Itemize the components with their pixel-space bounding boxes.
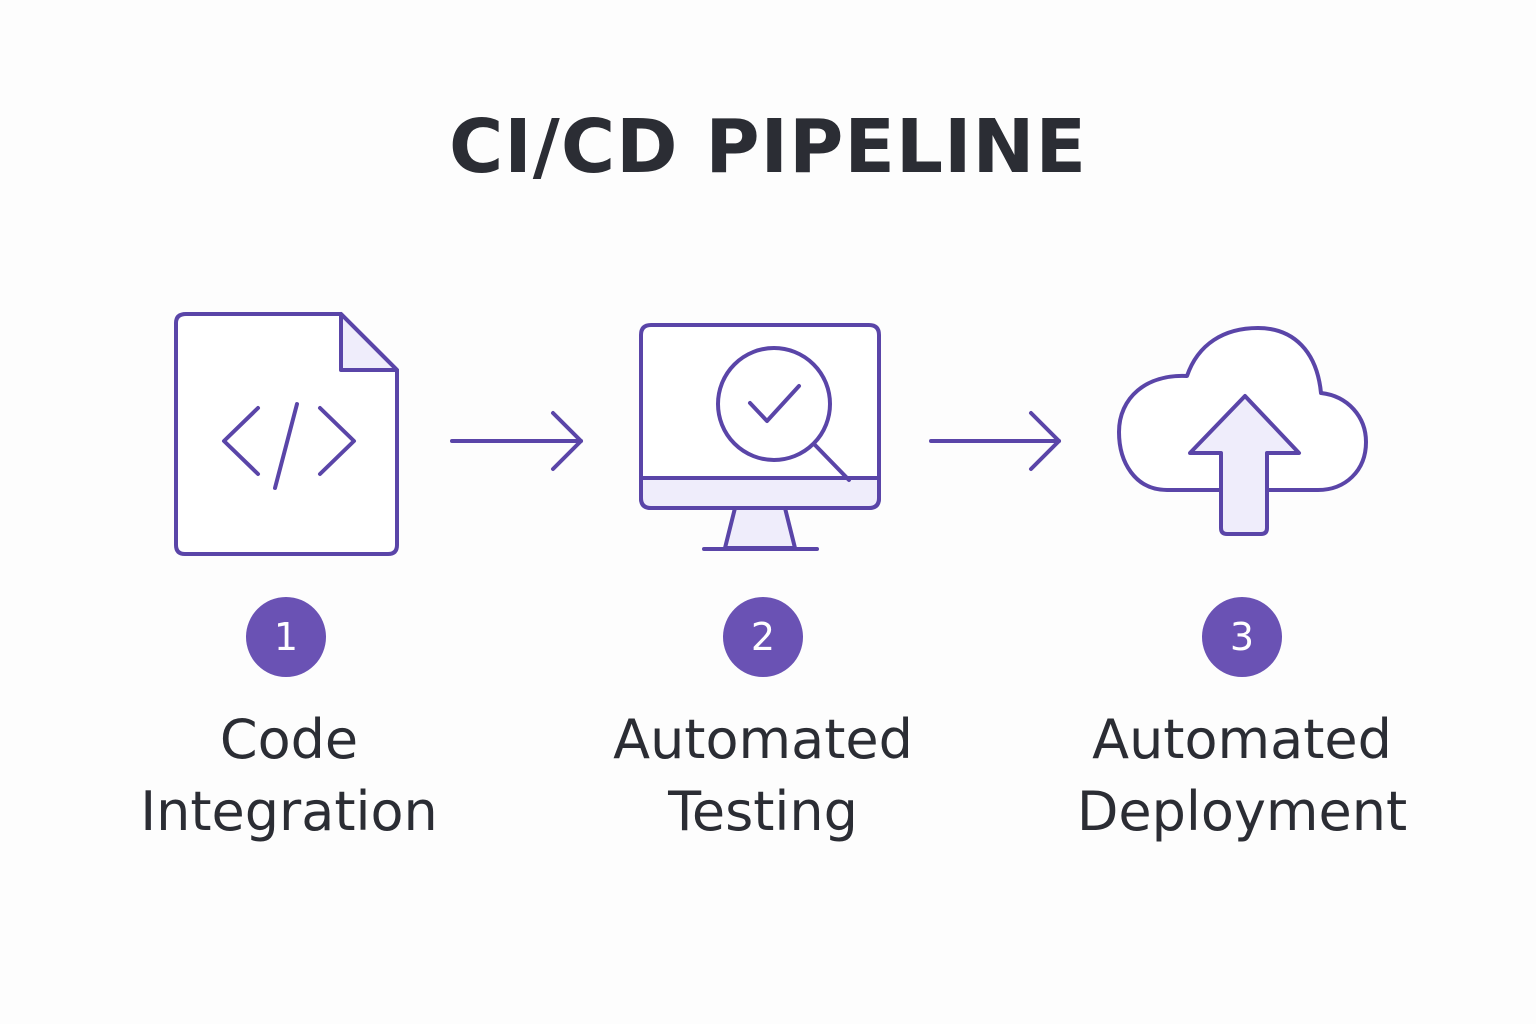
step-number-badge: 3 <box>1202 597 1282 677</box>
step-label-line: Deployment <box>1076 780 1408 843</box>
arrow-right-icon <box>450 411 583 471</box>
step-label-line: Automated <box>613 708 913 771</box>
step-number-badge: 2 <box>723 597 803 677</box>
step-label-line: Integration <box>140 780 438 843</box>
step-label-automated-testing: Automated Testing <box>543 704 983 848</box>
step-label-line: Testing <box>668 780 858 843</box>
step-label-automated-deployment: Automated Deployment <box>1022 704 1462 848</box>
diagram-title: CI/CD PIPELINE <box>448 104 1088 190</box>
step-label-code-integration: Code Integration <box>69 704 509 848</box>
code-file-icon <box>174 312 399 556</box>
monitor-magnifier-check-icon <box>639 323 881 551</box>
cloud-upload-icon <box>1117 326 1368 536</box>
arrow-right-icon <box>929 411 1061 471</box>
step-label-line: Code <box>219 708 359 771</box>
step-label-line: Automated <box>1092 708 1392 771</box>
step-number-badge: 1 <box>246 597 326 677</box>
